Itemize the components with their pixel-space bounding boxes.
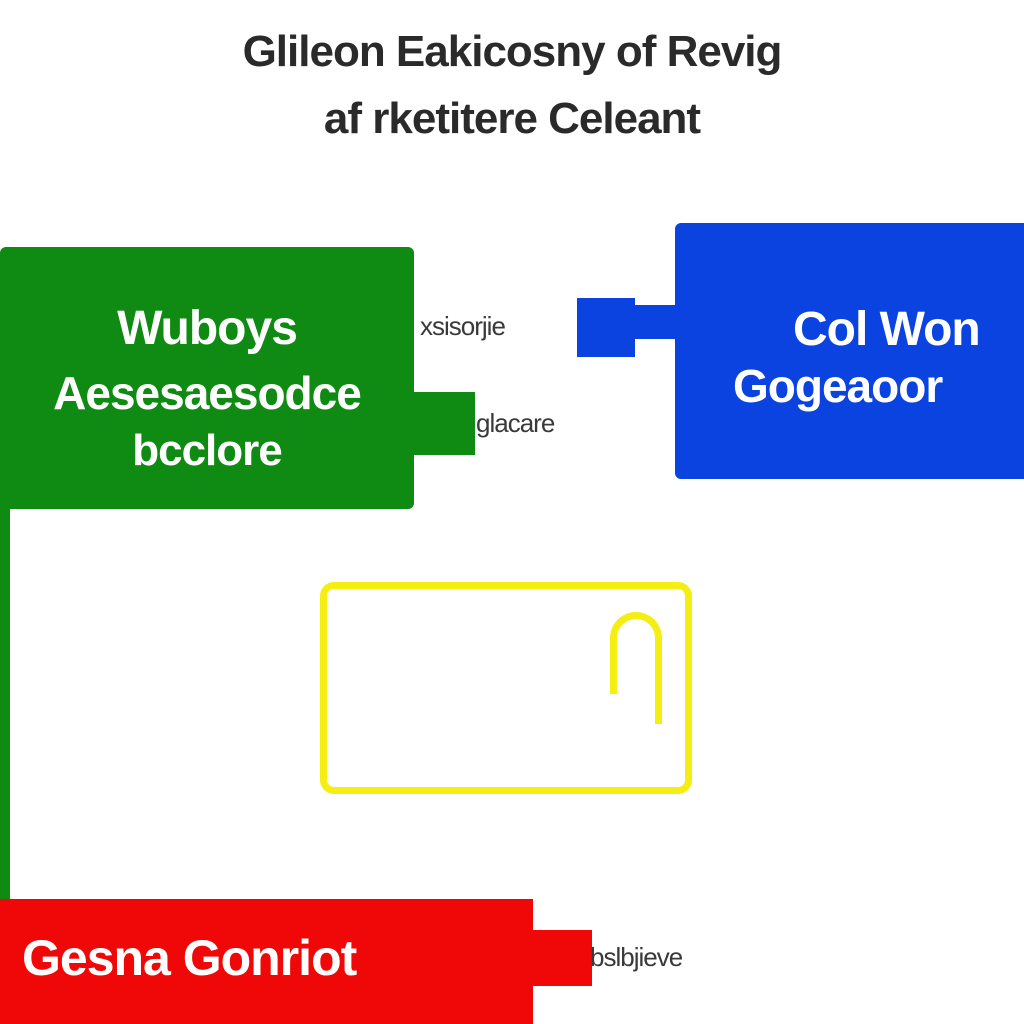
yellow-hook-gap	[609, 694, 619, 734]
blue-node-line-2: Gogeaoor	[733, 360, 943, 412]
green-node-line-2: Aesesaesodce	[53, 367, 362, 419]
green-node-line-1: Wuboys	[117, 302, 298, 355]
red-node-port	[528, 930, 592, 986]
edge-label-top: xsisorjie	[420, 311, 506, 341]
yellow-node[interactable]	[320, 582, 692, 794]
blue-node-port	[577, 298, 635, 357]
green-node[interactable]: Wuboys Aesesaesodce bcclore	[0, 247, 414, 509]
green-node-line-3: bcclore	[132, 426, 283, 475]
red-node[interactable]: Gesna Gonriot	[0, 899, 533, 1024]
red-node-label: Gesna Gonriot	[22, 930, 357, 986]
blue-node-connector	[630, 305, 680, 339]
blue-node-line-1: Col Won	[793, 303, 981, 356]
blue-node[interactable]: Col Won Gogeaoor	[675, 223, 1024, 479]
diagram-title-line-1: Glileon Eakicosny of Revig	[242, 27, 783, 76]
yellow-hook-icon	[610, 612, 662, 724]
diagram-title-line-2: af rketitere Celeant	[323, 94, 701, 143]
green-vertical-connector	[0, 500, 10, 905]
edge-label-middle: glacare	[476, 408, 555, 438]
green-node-port	[412, 392, 475, 455]
edge-label-bottom: bslbjieve	[590, 942, 683, 972]
